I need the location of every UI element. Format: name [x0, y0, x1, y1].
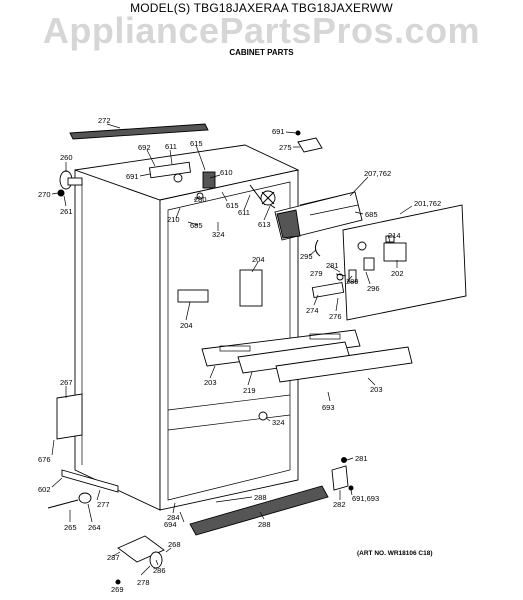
base-bracket-277 — [61, 469, 119, 493]
callout-676: 676 — [38, 455, 51, 464]
callout-267: 267 — [60, 378, 73, 387]
top-hinge-275 — [295, 130, 323, 153]
callout-296: 296 — [367, 284, 380, 293]
callout-611: 611 — [165, 142, 177, 151]
callout-270: 270 — [38, 190, 51, 199]
callout-691b: 691 — [272, 127, 285, 136]
callout-276: 276 — [329, 312, 342, 321]
callout-324b: 324 — [272, 418, 285, 427]
callout-260: 260 — [60, 153, 73, 162]
callout-210: 210 — [167, 215, 180, 224]
callout-277: 277 — [97, 500, 110, 509]
callout-274: 274 — [306, 306, 319, 315]
callout-279: 279 — [310, 269, 323, 278]
bracket-204-left — [177, 289, 209, 303]
callout-261: 261 — [60, 207, 73, 216]
callout-694: 694 — [164, 520, 177, 529]
callout-693: 693 — [322, 403, 335, 412]
callout-615b: 615 — [226, 201, 239, 210]
callout-214: 214 — [388, 231, 401, 240]
callout-268: 268 — [168, 540, 181, 549]
section-title: CABINET PARTS — [229, 48, 294, 57]
roller-assembly-287 — [115, 535, 165, 585]
control-panel-201 — [342, 204, 467, 321]
callout-201: 201,762 — [414, 199, 441, 208]
model-title: MODEL(S) TBG18JAXERAA TBG18JAXERWW — [130, 1, 393, 15]
callout-204: 204 — [252, 255, 265, 264]
grille-288 — [189, 485, 329, 536]
callout-692: 692 — [138, 143, 151, 152]
cabinet-body — [74, 144, 300, 511]
callout-204b: 204 — [180, 321, 193, 330]
bracket-282 — [331, 457, 354, 491]
callout-203b: 203 — [370, 385, 383, 394]
callout-286: 286 — [153, 566, 166, 575]
callout-295: 295 — [300, 252, 313, 261]
callout-278: 278 — [137, 578, 150, 587]
screw-324b — [258, 411, 268, 421]
leader-lines — [51, 123, 413, 583]
callout-264: 264 — [88, 523, 101, 532]
callout-685b: 685 — [365, 210, 378, 219]
callout-613: 613 — [258, 220, 271, 229]
callout-610: 610 — [220, 168, 233, 177]
callout-602: 602 — [38, 485, 51, 494]
callout-289: 289 — [346, 277, 359, 286]
art-number: (ART NO. WR18106 C18) — [357, 550, 433, 557]
callout-203: 203 — [204, 378, 217, 387]
callout-280: 280 — [194, 195, 207, 204]
callout-288b: 288 — [258, 520, 271, 529]
callout-272: 272 — [98, 116, 111, 125]
leveler-264 — [47, 492, 92, 509]
callout-202: 202 — [391, 269, 404, 278]
callout-282: 282 — [333, 500, 346, 509]
callout-269: 269 — [111, 585, 124, 594]
top-trim-272 — [69, 123, 209, 140]
control-housing-207 — [274, 191, 363, 241]
callout-281b: 281 — [355, 454, 368, 463]
callout-284: 284 — [167, 513, 180, 522]
side-panel-267 — [56, 393, 83, 440]
callout-691: 691 — [126, 172, 139, 181]
callout-324: 324 — [212, 230, 225, 239]
callout-265: 265 — [64, 523, 77, 532]
callout-287: 287 — [107, 553, 120, 562]
callout-611b: 611 — [238, 208, 250, 217]
callout-281: 281 — [326, 261, 339, 270]
callout-691c: 691,693 — [352, 494, 379, 503]
callout-275: 275 — [279, 143, 292, 152]
callout-685: 685 — [190, 221, 203, 230]
callout-219: 219 — [243, 386, 256, 395]
callout-615: 615 — [190, 139, 203, 148]
fan-assembly-613 — [260, 190, 276, 206]
shelf-rail-203-lower — [275, 346, 413, 383]
callout-288: 288 — [254, 493, 267, 502]
bracket-204-right — [239, 269, 263, 307]
damper-assembly — [148, 161, 276, 209]
thermostat-bracket-274 — [311, 239, 357, 299]
watermark: AppliancePartsPros.com — [42, 10, 481, 51]
callout-labels: 272 260 270 261 692 611 615 691 610 280 … — [38, 116, 441, 594]
callout-207: 207,762 — [364, 169, 391, 178]
